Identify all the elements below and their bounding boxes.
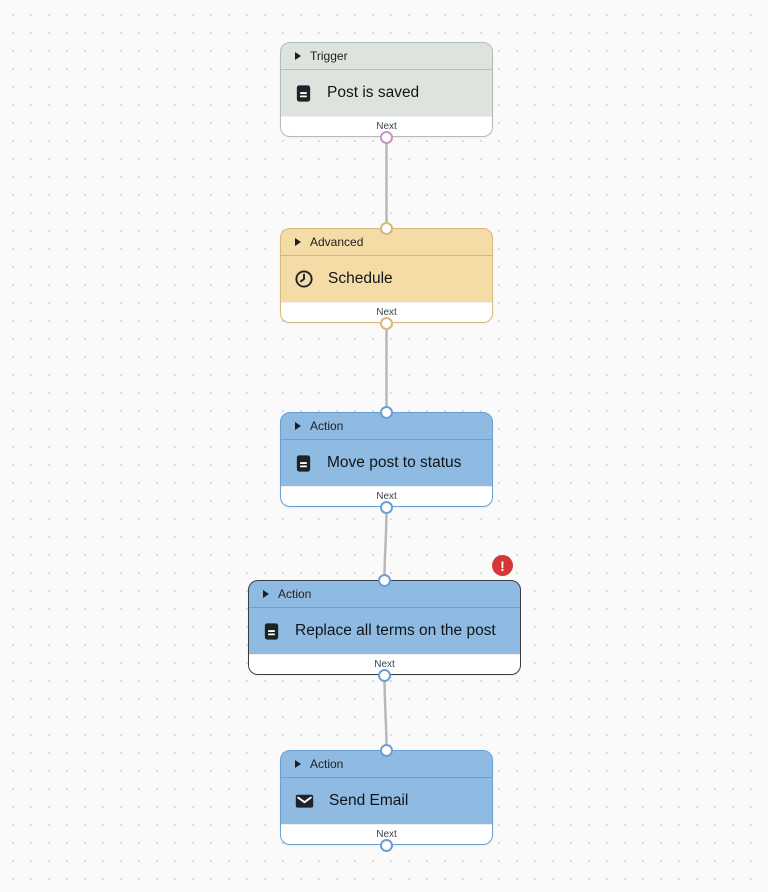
output-port[interactable]	[380, 130, 393, 144]
collapse-triangle-icon[interactable]	[295, 422, 301, 430]
node-category-label: Advanced	[310, 235, 364, 249]
node-header[interactable]: Advanced	[281, 229, 492, 256]
node-title: Replace all terms on the post	[295, 622, 496, 639]
input-port[interactable]	[378, 573, 391, 587]
node-next-label: Next	[281, 116, 492, 136]
collapse-triangle-icon[interactable]	[295, 760, 301, 768]
input-port[interactable]	[380, 743, 393, 757]
workflow-node-send-email[interactable]: Action Send Email Next	[280, 743, 493, 852]
node-header[interactable]: Action	[281, 413, 492, 440]
collapse-triangle-icon[interactable]	[263, 590, 269, 598]
output-port[interactable]	[378, 668, 391, 682]
error-badge-icon[interactable]: !	[492, 555, 513, 576]
node-body: Schedule	[281, 256, 492, 302]
output-port[interactable]	[380, 838, 393, 852]
document-icon	[264, 622, 279, 640]
node-next-label: Next	[281, 824, 492, 844]
node-body: Move post to status	[281, 440, 492, 486]
node-next-label: Next	[281, 486, 492, 506]
node-title: Post is saved	[327, 84, 420, 101]
node-category-label: Action	[278, 587, 312, 601]
workflow-node-move-post-to-status[interactable]: Action Move post to status Next	[280, 405, 493, 514]
document-icon	[296, 454, 311, 472]
node-next-label: Next	[249, 654, 520, 674]
node-header[interactable]: Action	[249, 581, 520, 608]
connector	[383, 674, 388, 751]
connector	[383, 506, 388, 581]
node-title: Send Email	[329, 792, 409, 809]
clock-icon	[295, 270, 313, 288]
input-port[interactable]	[380, 405, 393, 419]
node-header[interactable]: Action	[281, 751, 492, 778]
node-category-label: Action	[310, 757, 344, 771]
node-body: Post is saved	[281, 70, 492, 116]
workflow-node-replace-all-terms[interactable]: ! Action Replace all terms on the post N…	[248, 555, 521, 682]
node-title: Move post to status	[327, 454, 462, 471]
output-port[interactable]	[380, 500, 393, 514]
node-title: Schedule	[328, 270, 393, 287]
node-category-label: Trigger	[310, 49, 348, 63]
node-body: Replace all terms on the post	[249, 608, 520, 654]
document-icon	[296, 84, 311, 102]
input-port[interactable]	[380, 221, 393, 235]
collapse-triangle-icon[interactable]	[295, 52, 301, 60]
node-next-label: Next	[281, 302, 492, 322]
envelope-icon	[295, 794, 314, 808]
node-category-label: Action	[310, 419, 344, 433]
node-body: Send Email	[281, 778, 492, 824]
workflow-node-schedule[interactable]: Advanced Schedule Next	[280, 221, 493, 330]
output-port[interactable]	[380, 316, 393, 330]
workflow-node-trigger-post-is-saved[interactable]: Trigger Post is saved Next	[280, 42, 493, 144]
node-header[interactable]: Trigger	[281, 43, 492, 70]
collapse-triangle-icon[interactable]	[295, 238, 301, 246]
